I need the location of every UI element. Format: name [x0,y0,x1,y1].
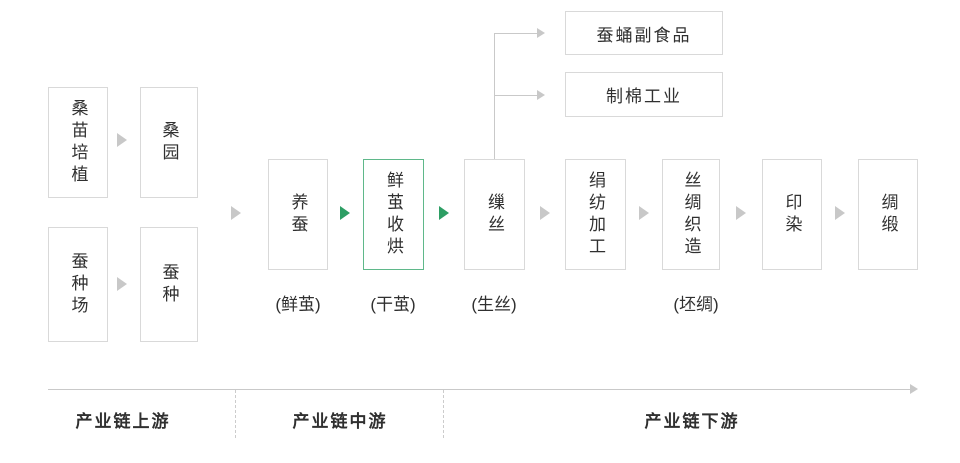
node-mulberry-garden: 桑园 [140,87,198,198]
note-grey-silk: (坯绸) [673,295,719,314]
node-spun-silk-processing: 绢纺加工 [565,159,626,270]
stage-label-downstream: 产业链下游 [644,412,740,431]
node-label: 绸缎 [878,192,898,237]
arrow-right-icon [540,206,550,220]
node-label: 丝绸织造 [681,170,701,259]
node-silk-satin: 绸缎 [858,159,918,270]
node-label: 缫丝 [485,192,504,237]
node-label: 桑园 [159,120,179,165]
arrow-right-green-icon [439,206,449,220]
node-silkworm-rearing: 养蚕 [268,159,328,270]
branch-line-bottom [494,95,537,96]
branch-line-top [494,33,537,34]
note-dry-cocoon: (干茧) [370,295,416,314]
arrow-right-icon [736,206,746,220]
stage-label-midstream: 产业链中游 [292,412,388,431]
node-label: 绢纺加工 [586,170,605,259]
arrow-right-icon [231,206,241,220]
note-fresh-cocoon: (鲜茧) [275,295,321,314]
node-silk-reeling: 缫丝 [464,159,525,270]
node-cotton-making-industry: 制棉工业 [565,72,723,117]
node-label: 桑苗培植 [68,98,88,187]
node-label: 制棉工业 [606,87,682,106]
node-silk-weaving: 丝绸织造 [662,159,720,270]
note-raw-silk: (生丝) [471,295,517,314]
node-label: 印染 [782,192,802,237]
arrow-right-green-icon [340,206,350,220]
node-silkworm-eggs: 蚕种 [140,227,198,342]
node-label: 蚕种场 [68,251,88,318]
arrow-right-icon [537,90,545,100]
node-label: 蚕蛹副食品 [596,25,692,45]
axis-arrowhead-icon [910,384,918,394]
node-silkworm-pupa-food-products: 蚕蛹副食品 [565,11,723,55]
arrow-right-icon [117,277,127,291]
node-label: 养蚕 [288,192,308,237]
node-label: 鲜茧收烘 [384,170,403,259]
stage-divider-upstream-midstream [235,390,236,438]
node-printing-dyeing: 印染 [762,159,822,270]
stage-label-upstream: 产业链上游 [75,412,171,431]
arrow-right-icon [639,206,649,220]
node-mulberry-seedling-cultivation: 桑苗培植 [48,87,108,198]
node-fresh-cocoon-collecting-drying: 鲜茧收烘 [363,159,424,270]
node-label: 蚕种 [159,262,179,307]
arrow-right-icon [117,133,127,147]
arrow-right-icon [835,206,845,220]
branch-vertical-line [494,33,495,159]
stage-axis-line [48,389,910,390]
arrow-right-icon [537,28,545,38]
node-silkworm-egg-farm: 蚕种场 [48,227,108,342]
stage-divider-midstream-downstream [443,390,444,438]
